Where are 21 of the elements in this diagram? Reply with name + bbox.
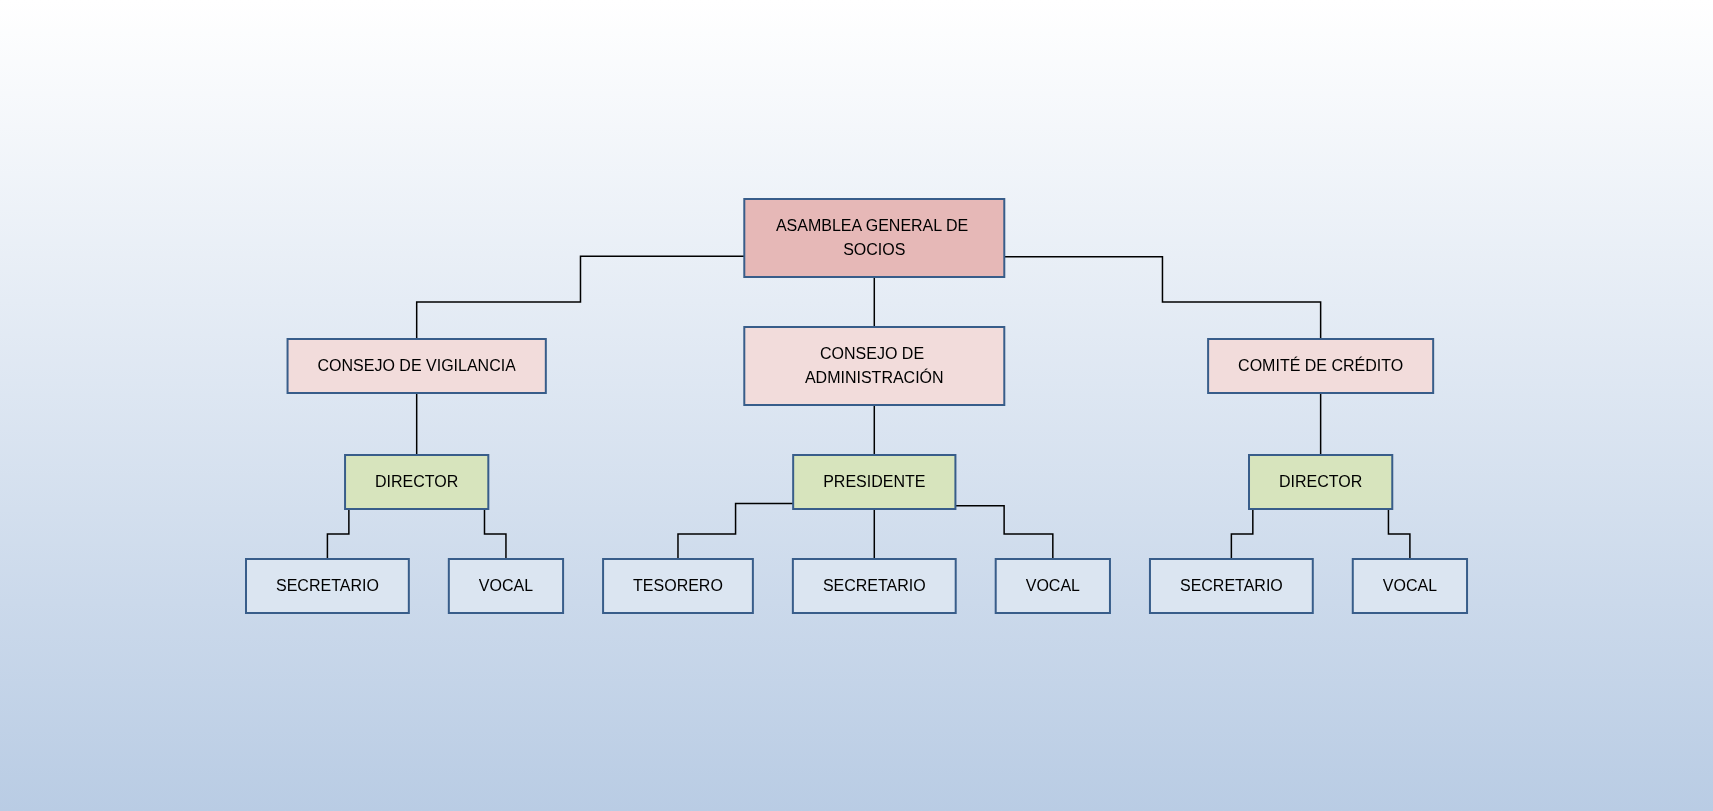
connector	[415, 391, 418, 456]
node-box: VOCAL	[1351, 557, 1468, 614]
node-box: COMITÉ DE CRÉDITO	[1207, 337, 1435, 394]
node-box: CONSEJO DE ADMINISTRACIÓN	[743, 325, 1006, 406]
node-box: VOCAL	[994, 557, 1111, 614]
connector	[415, 254, 745, 340]
connector	[873, 507, 875, 560]
node-box: CONSEJO DE VIGILANCIA	[286, 337, 547, 394]
node-box: DIRECTOR	[1248, 453, 1394, 510]
connector	[1319, 391, 1322, 456]
node-box: VOCAL	[447, 557, 565, 614]
node-box: SECRETARIO	[1148, 557, 1314, 614]
node-box: SECRETARIO	[791, 557, 957, 614]
node-box: TESORERO	[602, 557, 754, 614]
connector	[873, 403, 875, 456]
connector	[873, 275, 875, 328]
node-box: PRESIDENTE	[792, 453, 957, 510]
node-box: ASAMBLEA GENERAL DE SOCIOS	[743, 197, 1006, 278]
node-box: DIRECTOR	[344, 453, 490, 510]
connector	[677, 502, 794, 560]
node-box: SECRETARIO	[245, 557, 410, 614]
